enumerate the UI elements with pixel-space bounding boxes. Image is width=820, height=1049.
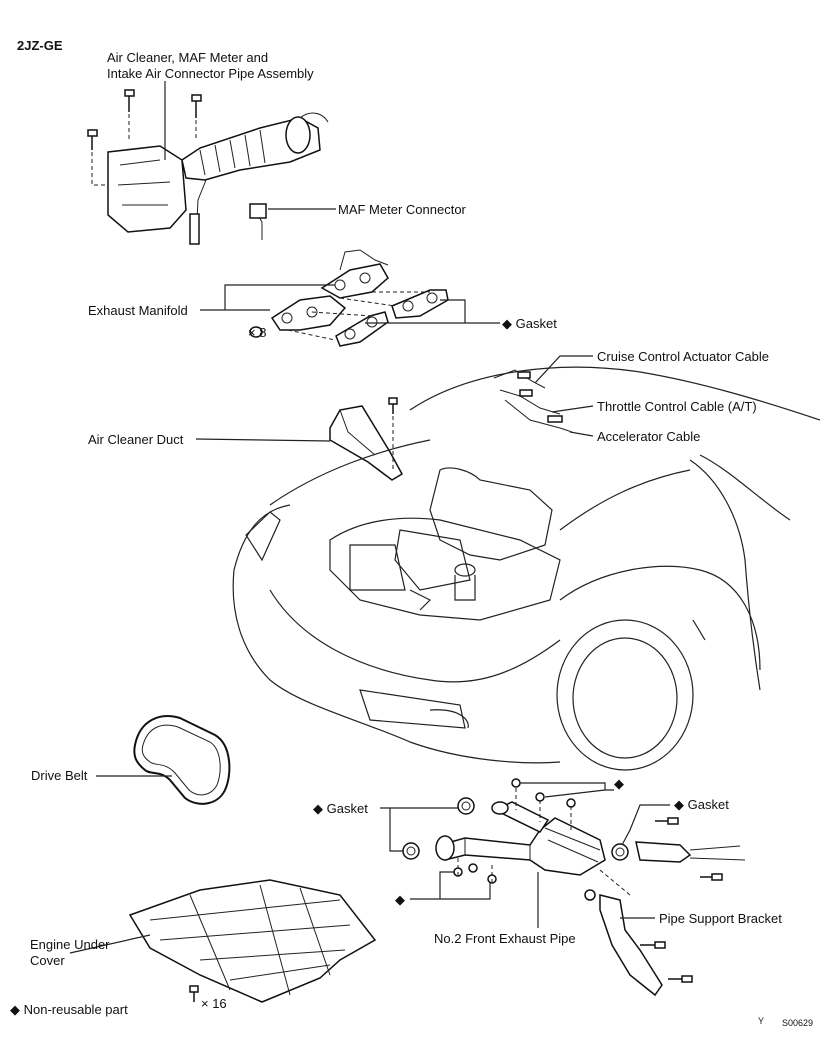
under-cover-shape [128, 879, 377, 1003]
non-reusable-marker-bottom: ◆ [395, 892, 405, 907]
legend-text: Non-reusable part [23, 1002, 128, 1017]
leader-lines [69, 81, 670, 954]
cruise-cable-label: Cruise Control Actuator Cable [597, 349, 769, 364]
air-cleaner-label-line2: Intake Air Connector Pipe Assembly [107, 66, 314, 81]
drive-belt-shape [133, 715, 231, 805]
under-cover-label-line2: Cover [30, 953, 65, 968]
car-body [232, 366, 820, 771]
non-reusable-icon: ◆ [313, 801, 323, 816]
pipe-support-bracket-label: Pipe Support Bracket [659, 911, 782, 926]
under-cover-label-line1: Engine Under [30, 937, 110, 952]
non-reusable-icon: ◆ [10, 1002, 20, 1017]
bolt-count-label: × 16 [201, 996, 227, 1011]
exhaust-pipe-shape [402, 778, 746, 997]
air-cleaner-label-line1: Air Cleaner, MAF Meter and [107, 50, 269, 65]
non-reusable-icon: ◆ [614, 776, 624, 791]
figure-code: S00629 [782, 1018, 814, 1028]
gasket-label-text: Gasket [326, 801, 368, 816]
manifold-nut-count: × 8 [248, 325, 267, 340]
legend: ◆ Non-reusable part [10, 1002, 128, 1017]
gasket-label-text: Gasket [687, 797, 729, 812]
corner-letter: Y [758, 1016, 765, 1026]
drive-belt-label: Drive Belt [31, 768, 88, 783]
gasket-label-text: Gasket [515, 316, 557, 331]
air-cleaner-duct-label: Air Cleaner Duct [88, 432, 184, 447]
maf-connector-label: MAF Meter Connector [338, 202, 466, 217]
non-reusable-icon: ◆ [674, 797, 684, 812]
cables [493, 369, 573, 433]
air-cleaner-duct-shape [329, 397, 404, 481]
throttle-cable-label: Throttle Control Cable (A/T) [597, 399, 757, 414]
exhaust-manifolds [249, 249, 449, 347]
engine-code-label: 2JZ-GE [17, 38, 63, 53]
non-reusable-icon: ◆ [502, 316, 512, 331]
exhaust-gasket-left-label: ◆ Gasket [313, 801, 368, 816]
non-reusable-marker-top: ◆ [614, 776, 624, 791]
front-exhaust-pipe-label: No.2 Front Exhaust Pipe [434, 931, 576, 946]
manifold-gasket-label: ◆ Gasket [502, 316, 557, 331]
air-cleaner-assembly [87, 89, 329, 245]
non-reusable-icon: ◆ [395, 892, 405, 907]
exhaust-manifold-label: Exhaust Manifold [88, 303, 188, 318]
accelerator-cable-label: Accelerator Cable [597, 429, 701, 444]
exhaust-gasket-right-label: ◆ Gasket [674, 797, 729, 812]
